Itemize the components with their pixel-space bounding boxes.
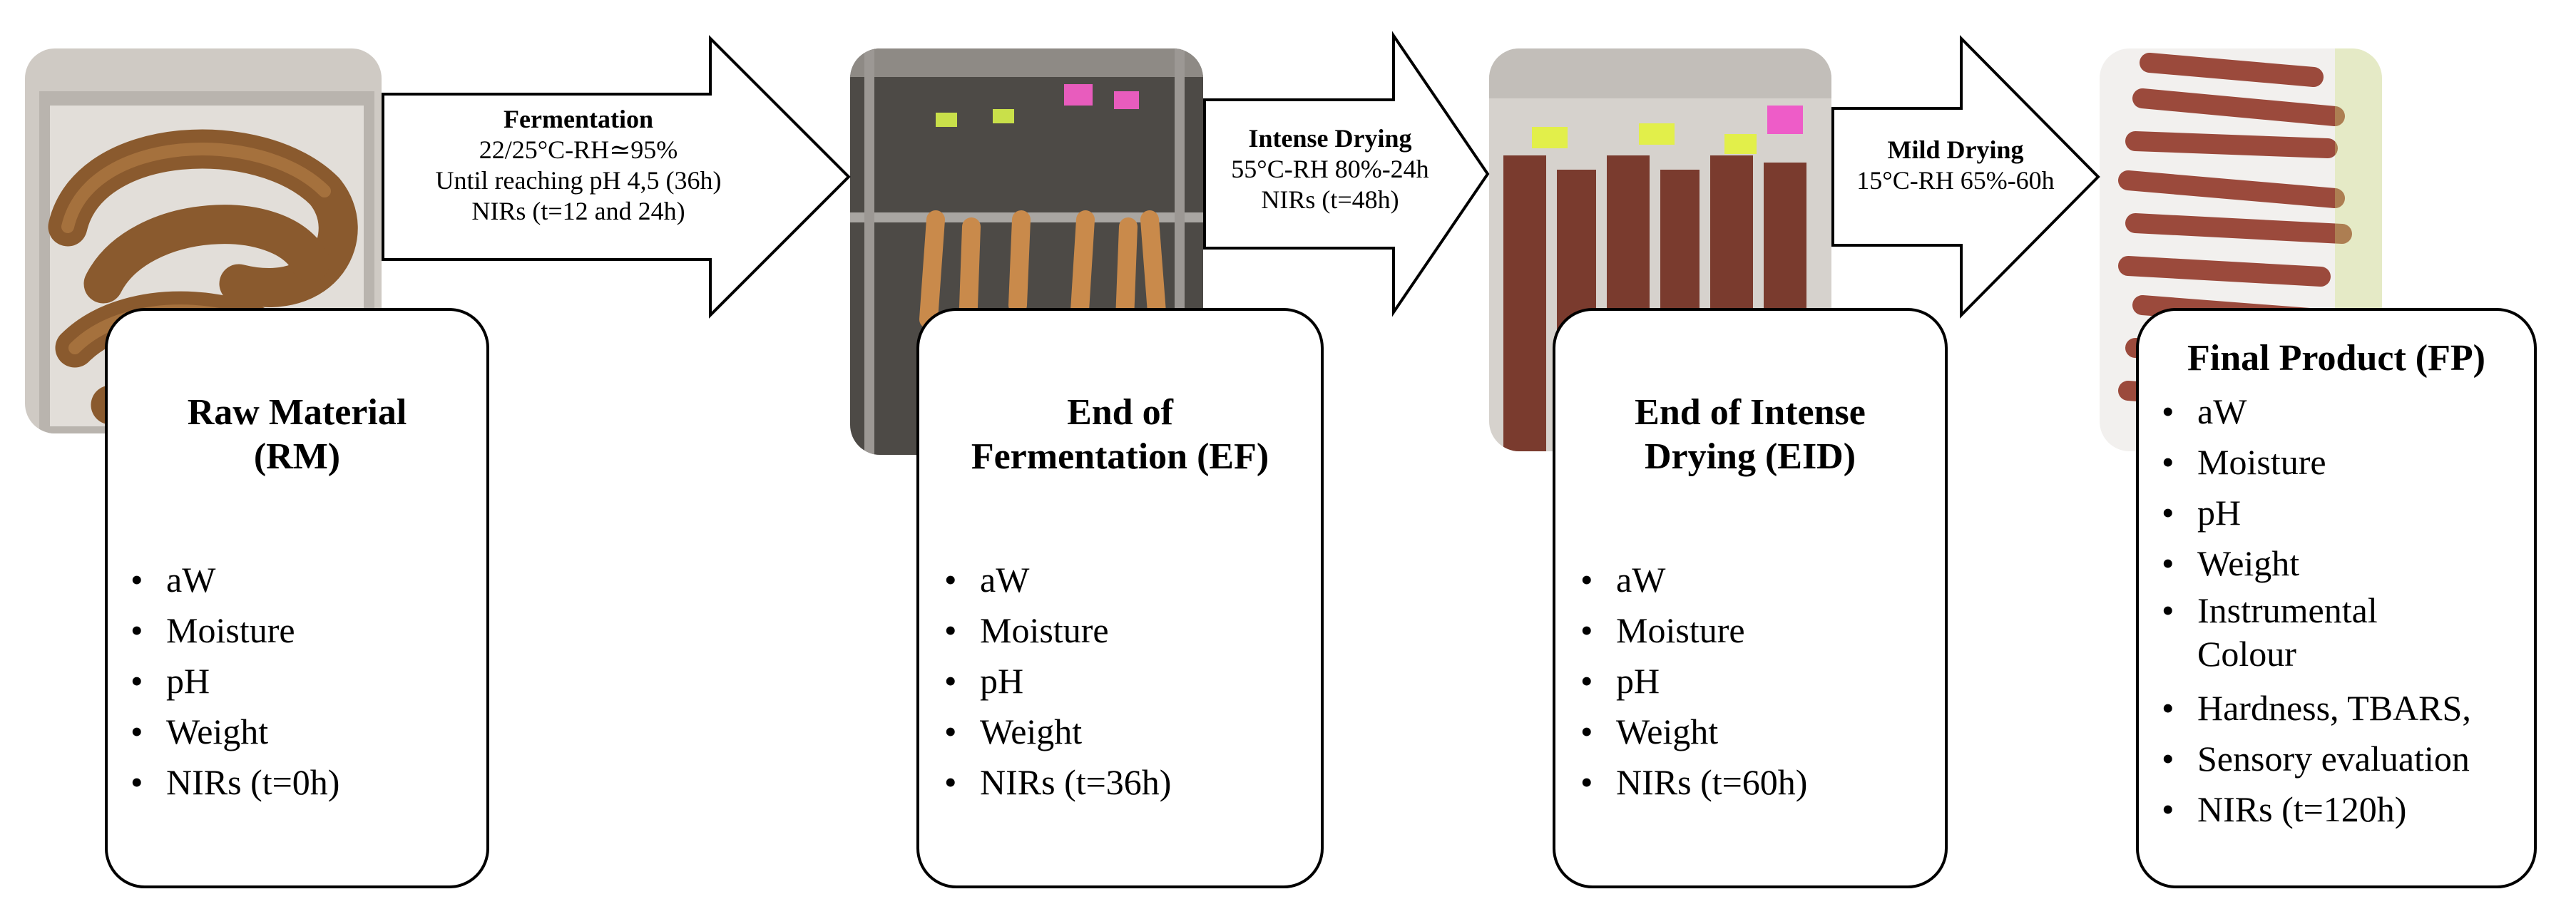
list-item: Sensory evaluation (2162, 734, 2525, 784)
stage-end-of-intense-drying: End of Intense Drying (EID) aW Moisture … (1553, 308, 1948, 888)
list-item: pH (1580, 656, 1807, 707)
mild-drying-arrow: Mild Drying 15°C-RH 65%-60h (1831, 35, 2100, 319)
intense-drying-arrow: Intense Drying 55°C-RH 80%-24h NIRs (t=4… (1203, 31, 1490, 317)
list-item: Hardness, TBARS, (2162, 683, 2525, 734)
arrow-condition: 55°C-RH 80%-24h (1231, 155, 1429, 183)
arrow-title: Intense Drying (1248, 124, 1412, 153)
stage-title: Raw Material (187, 392, 407, 433)
stage-title: Fermentation (EF) (971, 436, 1269, 477)
list-item: Moisture (944, 605, 1171, 656)
list-item: NIRs (t=60h) (1580, 757, 1807, 808)
list-item: aW (131, 555, 339, 605)
list-item: Weight (2162, 538, 2525, 589)
arrow-condition: NIRs (t=48h) (1261, 185, 1399, 214)
list-item: NIRs (t=0h) (131, 757, 339, 808)
stage-end-of-fermentation: End of Fermentation (EF) aW Moisture pH … (916, 308, 1324, 888)
list-item: Weight (1580, 707, 1807, 757)
stage-final-product: Final Product (FP) aW Moisture pH Weight… (2136, 308, 2537, 888)
list-item: NIRs (t=120h) (2162, 784, 2525, 835)
fermentation-arrow: Fermentation 22/25°C-RH≃95% Until reachi… (382, 35, 851, 319)
stage-title: Final Product (FP) (2187, 338, 2485, 379)
stage-title: End of (1067, 392, 1173, 433)
list-item: pH (944, 656, 1171, 707)
list-item: Moisture (1580, 605, 1807, 656)
arrow-condition: 22/25°C-RH≃95% (479, 135, 678, 164)
arrow-title: Mild Drying (1887, 135, 2024, 164)
arrow-condition: NIRs (t=12 and 24h) (471, 197, 685, 225)
list-item: pH (2162, 488, 2525, 538)
list-item: pH (131, 656, 339, 707)
list-item: Instrumental Colour (2162, 589, 2411, 676)
list-item: aW (944, 555, 1171, 605)
stage-title: (RM) (253, 436, 341, 477)
arrow-condition: Until reaching pH 4,5 (36h) (435, 166, 722, 195)
stage-title: End of Intense (1635, 392, 1866, 433)
arrow-title: Fermentation (504, 105, 653, 133)
list-item: Moisture (2162, 437, 2525, 488)
arrow-condition: 15°C-RH 65%-60h (1856, 166, 2055, 195)
stage-title: Drying (EID) (1644, 436, 1856, 477)
list-item: NIRs (t=36h) (944, 757, 1171, 808)
list-item: Weight (944, 707, 1171, 757)
stage-raw-material: Raw Material (RM) aW Moisture pH Weight … (105, 308, 489, 888)
list-item: aW (1580, 555, 1807, 605)
list-item: Weight (131, 707, 339, 757)
list-item: Moisture (131, 605, 339, 656)
list-item: aW (2162, 386, 2525, 437)
